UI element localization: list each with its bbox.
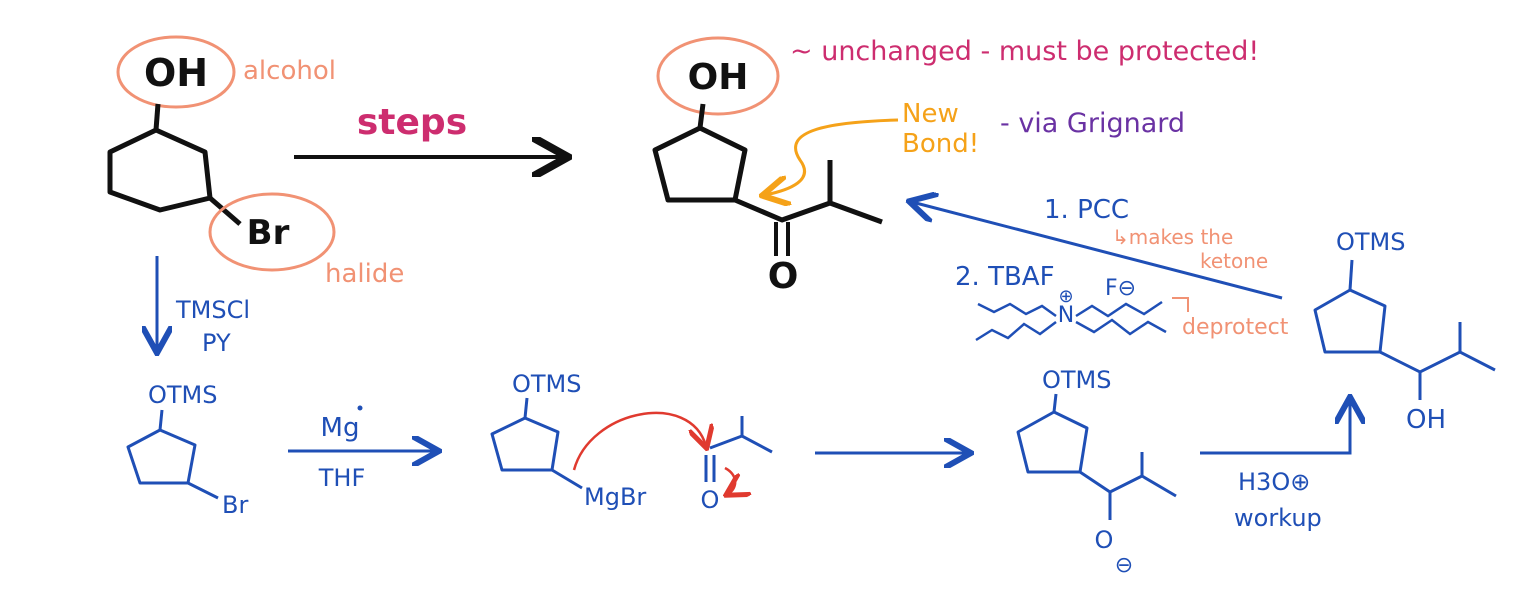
step1: TMSCl PY OTMS Br — [126, 256, 250, 519]
ammonium-charge: ⊕ — [1058, 286, 1073, 307]
step2: Mg THF OTMS MgBr O — [288, 370, 773, 514]
product-carbonyl-o: O — [768, 256, 799, 297]
target-product: OH O ~ unchanged - must be protected! Ne… — [652, 36, 1259, 297]
steps-label: steps — [357, 102, 467, 143]
alkoxide-charge: ⊖ — [1115, 553, 1133, 578]
ketone-o: O — [701, 486, 720, 514]
step1-product-ring — [126, 428, 197, 485]
step2-reagent-bottom: THF — [318, 464, 366, 492]
product-oh-bond — [697, 103, 706, 129]
step4: H3O⊕ workup OTMS OH — [1200, 228, 1496, 532]
halide-circle — [208, 192, 336, 272]
alcohol-oh: OH — [1406, 405, 1446, 435]
final-step: 1. PCC ↳makes the ketone 2. TBAF F⊖ ⊕ N … — [912, 195, 1289, 342]
alkoxide-chain — [1079, 470, 1177, 498]
alkoxide-o: O — [1095, 526, 1114, 554]
step4-arrow — [1200, 400, 1350, 455]
step3: OTMS O ⊖ — [815, 366, 1177, 578]
alkoxide-ring — [1016, 410, 1089, 474]
deprotect-note: deprotect — [1182, 315, 1289, 340]
grignard-mg-bond — [551, 468, 583, 490]
grignard-mgbr: MgBr — [584, 483, 646, 511]
tbaf-butyl-lower-right — [1075, 318, 1167, 336]
grignard-otms-bond — [523, 397, 529, 419]
fluoride-ion: F⊖ — [1105, 276, 1136, 301]
step1-reagent-line1: TMSCl — [175, 296, 250, 324]
product-ring — [652, 125, 748, 203]
ammonium-n: N — [1058, 303, 1074, 328]
step4-reagent-line2: workup — [1234, 504, 1322, 532]
alcohol-otms-bond — [1348, 259, 1354, 291]
final-step-1-note-line2: ketone — [1200, 249, 1268, 273]
grignard-ring — [490, 416, 560, 472]
new-bond-line1: New — [902, 99, 959, 129]
step1-product-br: Br — [222, 491, 248, 519]
nucleophile-attack-arrow — [572, 411, 706, 471]
product-oh-circle — [656, 36, 780, 116]
step1-product-otms: OTMS — [148, 381, 218, 409]
start-br: Br — [247, 213, 290, 253]
start-br-bond — [208, 196, 242, 226]
final-step-1: 1. PCC — [1044, 195, 1129, 225]
start-oh: OH — [144, 51, 208, 95]
tbaf-butyl-upper-right — [1075, 300, 1163, 318]
step1-br-bond — [187, 481, 219, 500]
new-bond-arrow — [765, 118, 899, 195]
step1-otms-bond — [158, 409, 164, 431]
starting-material: OH alcohol Br halide — [107, 35, 404, 289]
product-side-chain — [734, 197, 883, 225]
product-oh: OH — [688, 57, 749, 98]
via-grignard-note: - via Grignard — [1000, 108, 1185, 139]
start-ring — [107, 127, 213, 213]
halide-label: halide — [325, 259, 404, 289]
final-step-2: 2. TBAF — [955, 262, 1055, 292]
new-bond-line2: Bond! — [902, 129, 979, 159]
tbaf-butyl-upper-left — [977, 302, 1057, 318]
start-oh-bond — [153, 103, 161, 131]
step2-reagent-top: Mg — [321, 413, 360, 443]
step4-reagent-line1: H3O⊕ — [1238, 468, 1310, 496]
final-step-1-note-line1: ↳makes the — [1112, 225, 1233, 249]
alcohol-circle — [116, 35, 236, 109]
alcohol-chain — [1379, 350, 1496, 374]
ketone-skeleton — [709, 434, 773, 454]
alkoxide-otms: OTMS — [1042, 366, 1112, 394]
pi-bond-arrow — [725, 466, 735, 494]
unchanged-note: ~ unchanged - must be protected! — [790, 36, 1259, 67]
alcohol-label: alcohol — [243, 56, 336, 86]
alcohol-ring — [1313, 288, 1387, 354]
step1-reagent-line2: PY — [202, 329, 231, 357]
steps-arrow-group: steps — [294, 102, 564, 157]
grignard-otms: OTMS — [512, 370, 582, 398]
tbaf-butyl-lower-left — [975, 321, 1057, 342]
mg-radical-dot — [357, 405, 363, 411]
deprotect-pointer — [1172, 297, 1189, 312]
alkoxide-otms-bond — [1052, 393, 1058, 413]
final-arrow — [912, 202, 1283, 300]
alcohol-otms: OTMS — [1336, 228, 1406, 256]
